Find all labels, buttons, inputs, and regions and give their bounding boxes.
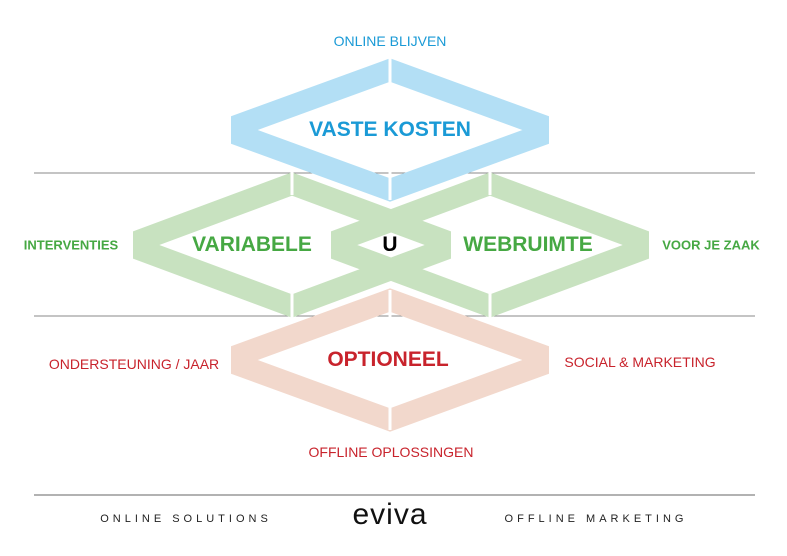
eviva-logo: eviva <box>352 498 428 531</box>
optioneel-title: OPTIONEEL <box>327 348 449 371</box>
variabele-title: VARIABELE <box>192 233 312 256</box>
social-marketing-label: SOCIAL & MARKETING <box>564 354 716 370</box>
offline-oplossingen-label: OFFLINE OPLOSSINGEN <box>308 444 474 460</box>
u-center: U <box>382 233 398 256</box>
online-blijven-label: ONLINE BLIJVEN <box>333 33 447 49</box>
footer-offline-marketing: OFFLINE MARKETING <box>504 513 688 525</box>
footer-online-solutions: ONLINE SOLUTIONS <box>100 513 272 525</box>
ondersteuning-label: ONDERSTEUNING / JAAR <box>48 356 220 372</box>
vaste-kosten-title: VASTE KOSTEN <box>309 118 471 141</box>
voor-je-zaak-label: VOOR JE ZAAK <box>662 237 760 253</box>
interventies-label: INTERVENTIES <box>23 237 119 253</box>
webruimte-title: WEBRUIMTE <box>463 233 593 256</box>
